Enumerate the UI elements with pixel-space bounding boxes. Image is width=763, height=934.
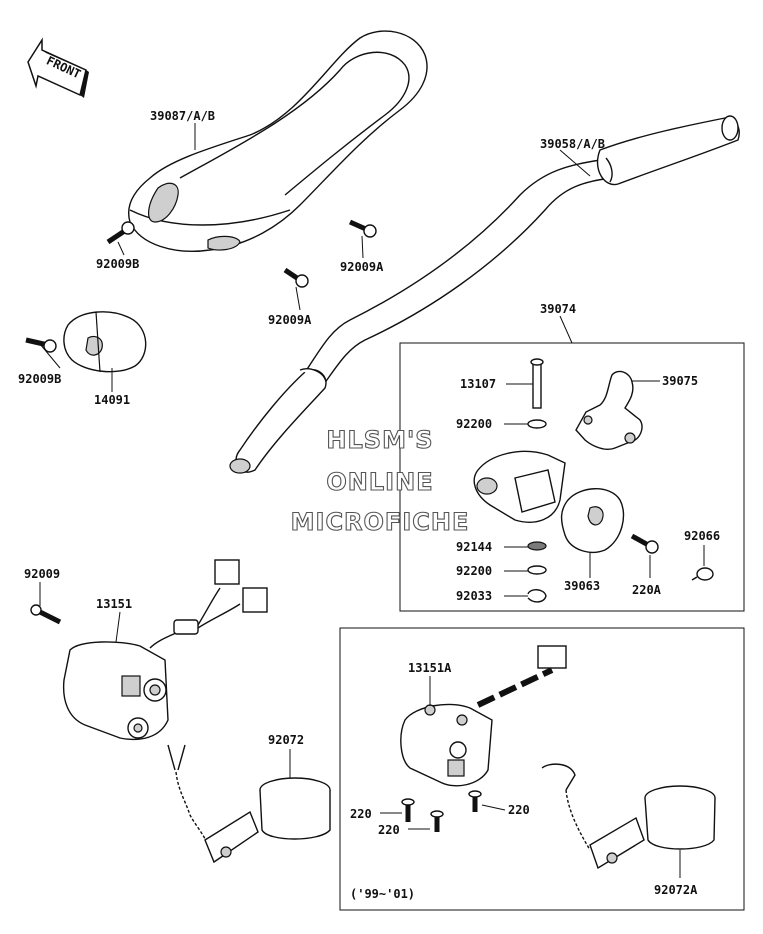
label-92033: 92033: [456, 589, 492, 603]
switch-assembly-13151: [30, 559, 268, 741]
throttle-housing: [560, 488, 625, 553]
screw-92009b-top: [106, 221, 135, 245]
label-220-left: 220: [350, 807, 372, 821]
label-220a: 220A: [632, 583, 662, 597]
pivot-pin: [530, 358, 544, 409]
throttle-lever: [575, 370, 643, 450]
screw-220a: [630, 533, 659, 554]
label-13107: 13107: [460, 377, 496, 391]
screw-220-middle: [430, 810, 444, 832]
label-14091: 14091: [94, 393, 130, 407]
year-note: ('99~'01): [350, 887, 415, 901]
washer-92200-bottom: [527, 565, 547, 575]
label-92200-bottom: 92200: [456, 564, 492, 578]
screw-92009: [38, 609, 62, 625]
screw-92009a-right: [348, 219, 377, 238]
lanyard-clip-92072: [167, 744, 331, 864]
screw-92009a-bottom: [283, 267, 309, 288]
handlebar-tube: [229, 115, 740, 474]
watermark-line-1: HLSM'S: [326, 426, 433, 454]
label-220-middle: 220: [378, 823, 400, 837]
watermark-line-3: MICROFICHE: [291, 508, 470, 536]
leader-lines: [39, 123, 705, 878]
handlebar-clamp: [63, 311, 147, 373]
label-92144: 92144: [456, 540, 492, 554]
label-92072: 92072: [268, 733, 304, 747]
label-92009: 92009: [24, 567, 60, 581]
label-92072a: 92072A: [654, 883, 698, 897]
throttle-bracket: [473, 450, 566, 523]
front-arrow-icon: FRONT: [27, 37, 89, 98]
washer-92200-top: [527, 419, 547, 429]
label-92009b-left: 92009B: [18, 372, 61, 386]
screw-220-right: [468, 790, 482, 812]
circlip-92033: [527, 589, 547, 603]
label-39075: 39075: [662, 374, 698, 388]
cap-92066: [691, 567, 714, 581]
switch-assembly-13151a: [400, 645, 567, 787]
label-39074: 39074: [540, 302, 576, 316]
label-39063: 39063: [564, 579, 600, 593]
handlebar-pad: [128, 30, 428, 252]
variant-box: [339, 627, 745, 911]
label-13151: 13151: [96, 597, 132, 611]
label-220-right: 220: [508, 803, 530, 817]
label-92009a-right: 92009A: [340, 260, 384, 274]
label-92066: 92066: [684, 529, 720, 543]
label-92009b-top: 92009B: [96, 257, 139, 271]
label-39087: 39087/A/B: [150, 109, 215, 123]
label-13151a: 13151A: [408, 661, 452, 675]
watermark-line-2: ONLINE: [326, 468, 433, 496]
lanyard-clip-92072a: [541, 763, 716, 870]
screw-220-left: [401, 798, 415, 822]
spring-92144: [527, 541, 547, 551]
screw-92009b-left: [25, 337, 57, 353]
label-39058: 39058/A/B: [540, 137, 605, 151]
label-92200-top: 92200: [456, 417, 492, 431]
label-92009a-bottom: 92009A: [268, 313, 312, 327]
